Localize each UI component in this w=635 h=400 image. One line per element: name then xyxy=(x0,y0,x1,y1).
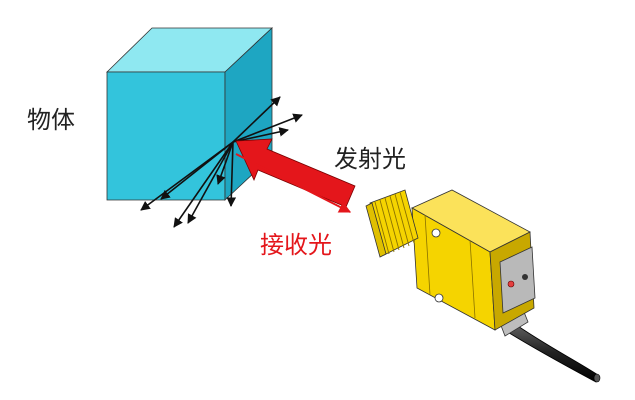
mount-hole xyxy=(431,228,441,238)
object-cube xyxy=(106,27,274,201)
cube-front-face xyxy=(106,71,226,201)
received-light-arrow xyxy=(235,153,352,213)
reflection-arrow xyxy=(232,96,281,143)
sensor-seam xyxy=(469,239,476,319)
cable-end xyxy=(593,373,601,383)
reflection-arrow xyxy=(173,141,234,228)
reflection-arrow xyxy=(160,141,234,200)
reflection-arrow xyxy=(232,127,289,143)
sensor-seam xyxy=(424,214,431,296)
reflection-arrow xyxy=(216,141,234,185)
emitted-light-arrow xyxy=(235,138,356,208)
label-emitted-light: 发射光 xyxy=(334,145,406,173)
sensor-barrel-face xyxy=(365,202,387,258)
mount-hole xyxy=(434,293,444,303)
label-object: 物体 xyxy=(27,106,75,134)
reflection-arrow xyxy=(226,141,237,207)
indicator-led xyxy=(507,280,515,288)
reflection-arrow xyxy=(232,113,303,143)
photoelectric-sensor xyxy=(365,189,601,383)
reflection-arrow xyxy=(187,141,234,224)
sensor-back-panel xyxy=(499,246,536,314)
label-received-light: 接收光 xyxy=(260,231,332,259)
adjust-screw xyxy=(522,274,528,280)
barrel-threads xyxy=(374,191,415,255)
reflection-arrows xyxy=(140,96,303,228)
sensor-cable xyxy=(505,321,599,383)
